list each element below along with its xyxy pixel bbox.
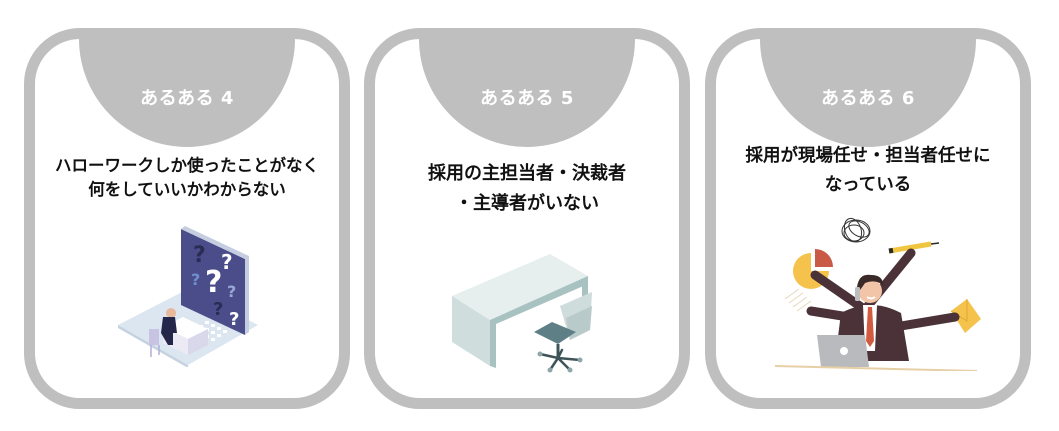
card-title: 採用の主担当者・決裁者 ・主導者がいない	[375, 159, 679, 219]
svg-text:?: ?	[227, 282, 236, 301]
empty-desk-illustration-icon	[452, 254, 592, 373]
badge-label: あるある 5	[480, 88, 574, 109]
svg-text:?: ?	[229, 309, 239, 330]
card-title: ハローワークしか使ったことがなく 何をしていいかわからない	[35, 154, 339, 202]
title-line-1: 採用の主担当者・決裁者	[428, 163, 626, 184]
card-number-badge: あるある 6	[760, 39, 976, 147]
card-number-badge: あるある 4	[79, 39, 295, 147]
card-number-badge: あるある 5	[419, 39, 635, 147]
badge-label: あるある 6	[821, 88, 915, 109]
svg-text:?: ?	[205, 265, 222, 300]
title-line-2: ・主導者がいない	[455, 193, 599, 214]
svg-text:?: ?	[191, 270, 200, 289]
aruaru-card-5: あるある 5 採用の主担当者・決裁者 ・主導者がいない	[364, 28, 690, 409]
card-title: 採用が現場任せ・担当者任せに なっている	[716, 142, 1020, 200]
title-line-1: 採用が現場任せ・担当者任せに	[745, 146, 991, 166]
title-line-2: なっている	[824, 175, 912, 195]
confused-laptop-illustration-icon: ? ? ? ? ? ? ?	[118, 226, 258, 367]
aruaru-card-6: あるある 6 採用が現場任せ・担当者任せに なっている	[705, 28, 1031, 409]
multitasking-businessman-illustration-icon	[774, 217, 981, 371]
aruaru-card-4: あるある 4 ハローワークしか使ったことがなく 何をしていいかわからない ? ?…	[24, 28, 350, 409]
title-line-2: 何をしていいかわからない	[88, 180, 286, 199]
svg-text:?: ?	[193, 243, 206, 268]
title-line-1: ハローワークしか使ったことがなく	[55, 156, 319, 175]
svg-text:?: ?	[221, 250, 233, 274]
badge-label: あるある 4	[140, 88, 234, 109]
svg-text:?: ?	[213, 299, 223, 320]
